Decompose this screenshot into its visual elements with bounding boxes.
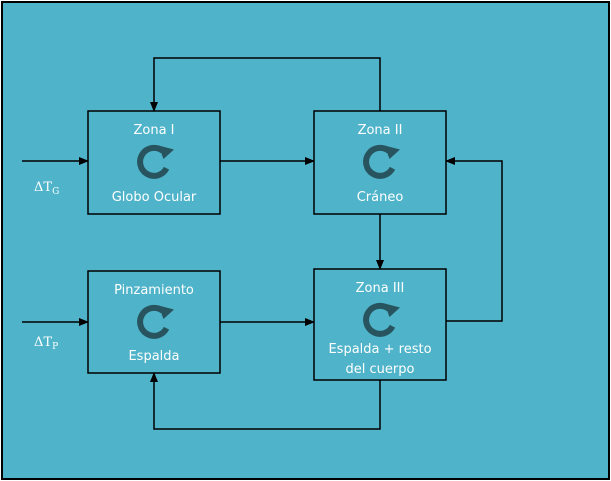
zona3-to-pinzamiento-feedback	[150, 372, 381, 430]
zona-2-subtitle: Cráneo	[357, 190, 404, 205]
connectors	[22, 57, 503, 430]
zona-2-box: Zona II Cráneo	[313, 110, 447, 215]
zona-3-title: Zona III	[356, 281, 405, 296]
input-label-tg: ΔTG	[34, 180, 59, 197]
zona-1-title: Zona I	[133, 123, 174, 138]
zona-3-subtitle-line1: Espalda + resto	[328, 342, 431, 357]
pinzamiento-title: Pinzamiento	[114, 283, 194, 298]
pinzamiento-box: Pinzamiento Espalda	[87, 270, 221, 374]
zona-2-title: Zona II	[358, 123, 403, 138]
zona2-to-zona1-feedback	[150, 57, 381, 112]
input-label-tp: ΔTP	[34, 335, 58, 352]
zona-1-subtitle: Globo Ocular	[112, 190, 197, 205]
zona-3-subtitle-line2: del cuerpo	[346, 362, 415, 377]
zona-1-box: Zona I Globo Ocular	[87, 110, 221, 215]
zona-3-box: Zona III Espalda + resto del cuerpo	[313, 268, 447, 381]
zona3-to-zona2-feedback	[445, 157, 503, 322]
pinzamiento-subtitle: Espalda	[128, 349, 179, 364]
